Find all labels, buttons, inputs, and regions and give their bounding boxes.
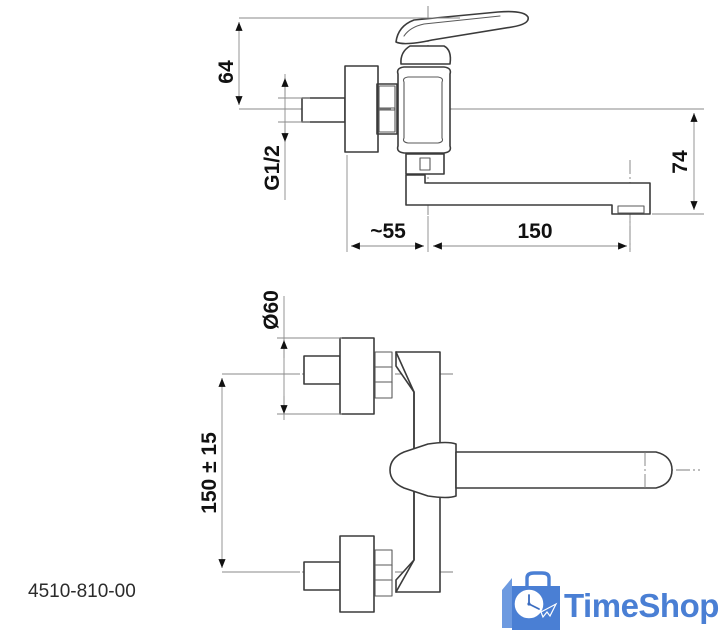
dimension-height-64: 64 (215, 17, 460, 110)
spout-base-teardrop (389, 441, 457, 499)
cartridge-cap (400, 45, 452, 65)
dim-label-spacing: 150 ± 15 (198, 432, 221, 514)
dim-label-64: 64 (215, 60, 238, 84)
swivel-spout (405, 174, 651, 215)
lower-nut-middle (374, 564, 393, 582)
dimension-thread-g12: G1/2 (261, 74, 310, 200)
escutcheon-flange (344, 65, 379, 153)
logo-clock-minute-hand (528, 603, 540, 610)
coupling-nut-upper (378, 85, 396, 109)
dimension-spout-reach-150: 150 (433, 216, 631, 252)
dim-label-74: 74 (669, 150, 692, 174)
lower-nut-bottom (374, 579, 393, 597)
timeshop-logo-icon (502, 571, 560, 630)
part-number-label: 4510-810-00 (28, 581, 136, 602)
collar-detail-slot (419, 157, 431, 171)
logo-back-page (502, 578, 512, 628)
aerator (617, 205, 645, 214)
dimension-inlet-spacing: 150 ± 15 (198, 373, 300, 573)
lower-escutcheon (339, 535, 375, 613)
upper-inlet-pipe-stub (303, 355, 341, 385)
dim-label-55: ~55 (370, 220, 406, 243)
lever-handle-highlight (403, 15, 501, 37)
dimension-flange-diameter: Ø60 (260, 290, 342, 420)
timeshop-brand-text: TimeShop (564, 587, 719, 624)
lower-nut-top (374, 549, 393, 567)
dimension-wall-offset-55: ~55 (346, 155, 429, 252)
side-elevation-view: 64 G1/2 ~55 150 (215, 6, 704, 252)
dim-label-g12: G1/2 (261, 145, 284, 191)
lever-handle (395, 10, 529, 45)
logo-bag-handle (525, 571, 551, 586)
upper-escutcheon (339, 337, 375, 415)
upper-nut-middle (374, 366, 393, 384)
dimension-spout-height-74: 74 (452, 108, 704, 215)
coupling-nut-outline (376, 83, 398, 135)
valve-body (396, 66, 452, 154)
upper-nut-top (374, 351, 393, 369)
upper-nut-bottom (374, 381, 393, 399)
timeshop-watermark: TimeShop (502, 571, 719, 630)
valve-body-inner-edge (402, 76, 444, 144)
front-elevation-view: Ø60 150 ± 15 (198, 290, 700, 613)
dim-label-d60: Ø60 (260, 290, 283, 330)
lower-inlet-pipe-stub (303, 561, 341, 591)
logo-clock-center-dot (527, 602, 531, 606)
dim-label-150: 150 (517, 220, 552, 243)
coupling-nut-lower (378, 109, 396, 133)
spout-tube-front (455, 451, 673, 489)
logo-cursor-arrow (540, 602, 558, 619)
inlet-pipe-stub (301, 97, 346, 123)
